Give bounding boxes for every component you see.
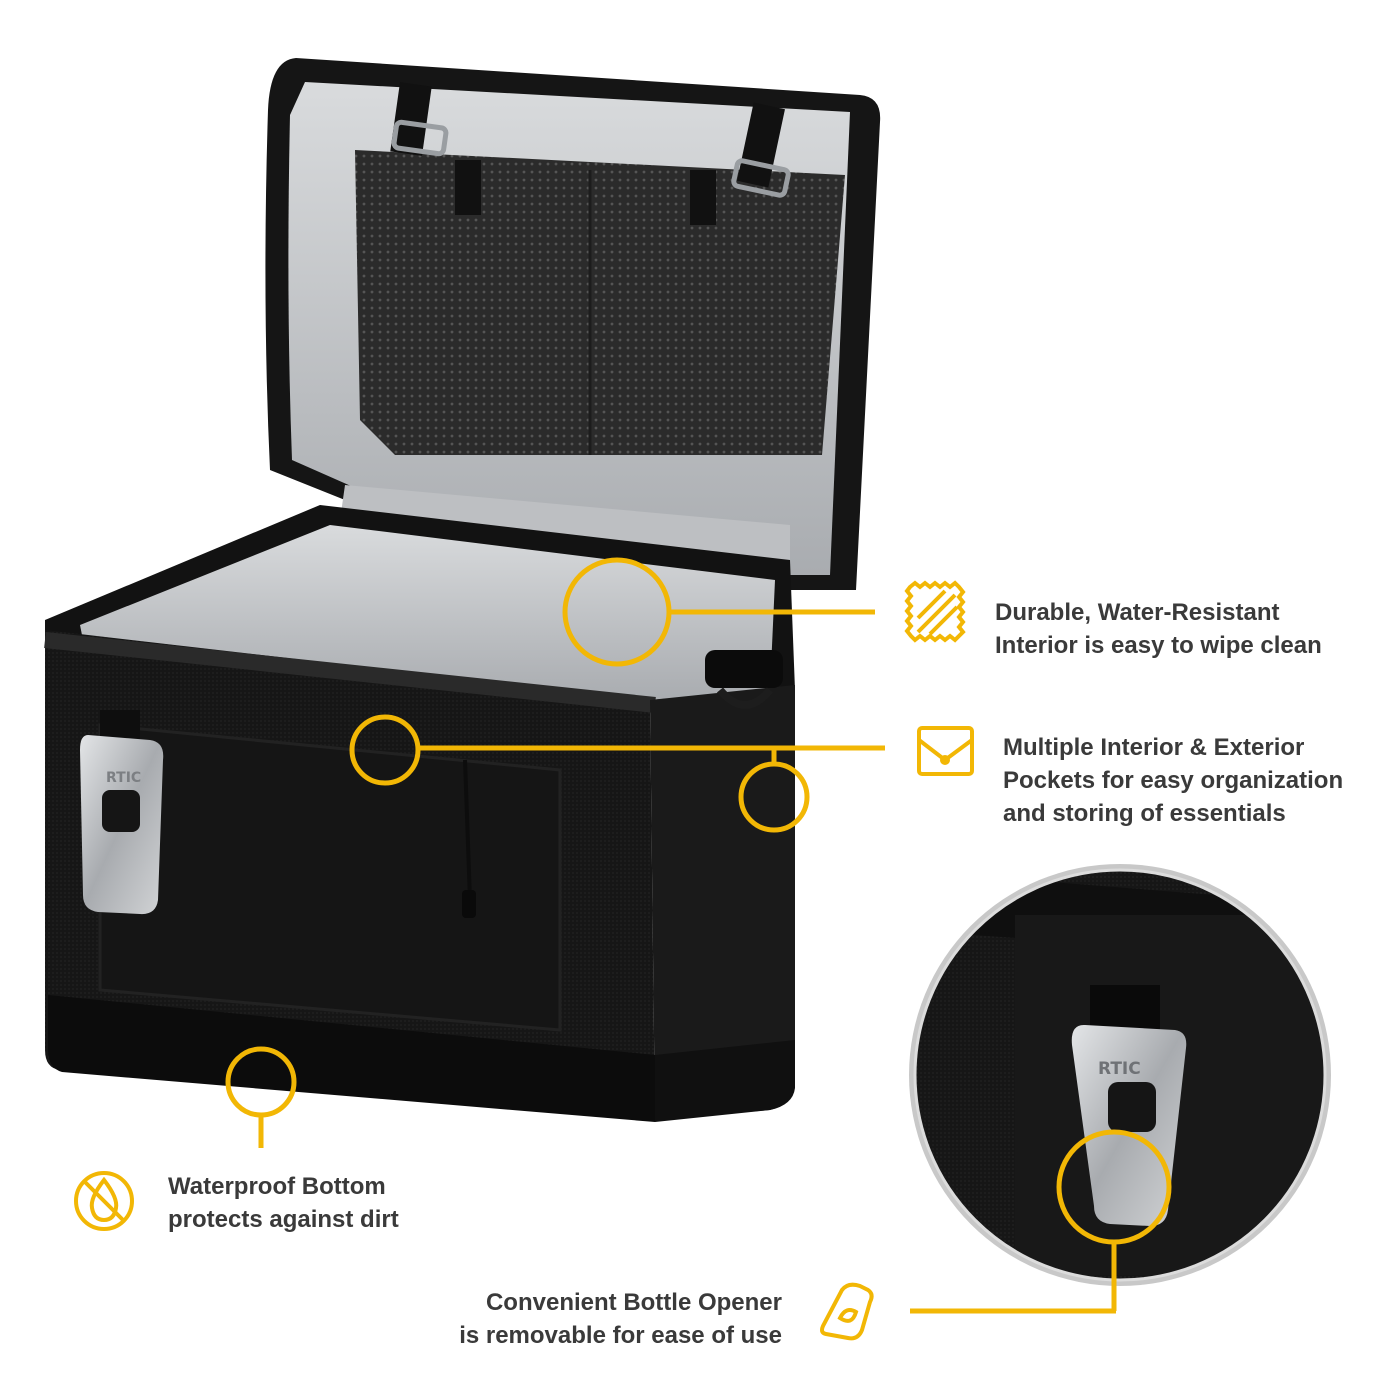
bottle-opener-zoom-view: RTIC — [909, 864, 1331, 1286]
interior-feature-line-2: Interior is easy to wipe clean — [995, 632, 1322, 659]
opener-feature-line-1: Convenient Bottle Opener — [485, 1289, 782, 1316]
pockets-feature-line-1: Multiple Interior & Exterior — [1003, 734, 1305, 761]
pockets-feature-line-2: Pockets for easy organization — [1003, 767, 1344, 794]
interior-feature-line-1: Durable, Water-Resistant — [995, 599, 1280, 626]
opener-brand-text: RTIC — [106, 770, 141, 786]
callout-marks — [225, 557, 1172, 1314]
bag-lid — [265, 58, 881, 590]
bottom-feature-line-2: protects against dirt — [168, 1206, 399, 1233]
bottom-feature-text: Waterproof Bottom protects against dirt — [168, 1170, 399, 1236]
opener-feature-line-2: is removable for ease of use — [459, 1322, 782, 1349]
zoom-opener-brand-text: RTIC — [1098, 1059, 1141, 1079]
no-water-drop-icon — [74, 1171, 134, 1231]
pockets-feature-text: Multiple Interior & Exterior Pockets for… — [1003, 731, 1343, 830]
bottom-feature-line-1: Waterproof Bottom — [168, 1173, 386, 1200]
texture-swatch-icon — [904, 580, 966, 643]
interior-highlight-circle — [562, 557, 672, 667]
interior-feature-text: Durable, Water-Resistant Interior is eas… — [995, 596, 1322, 662]
pockets-feature-line-3: and storing of essentials — [1003, 800, 1286, 827]
bag-body: RTIC — [44, 505, 795, 1122]
opener-feature-text: Convenient Bottle Opener is removable fo… — [380, 1286, 782, 1352]
pocket-envelope-icon — [917, 726, 974, 776]
bottle-opener-icon — [820, 1282, 874, 1341]
